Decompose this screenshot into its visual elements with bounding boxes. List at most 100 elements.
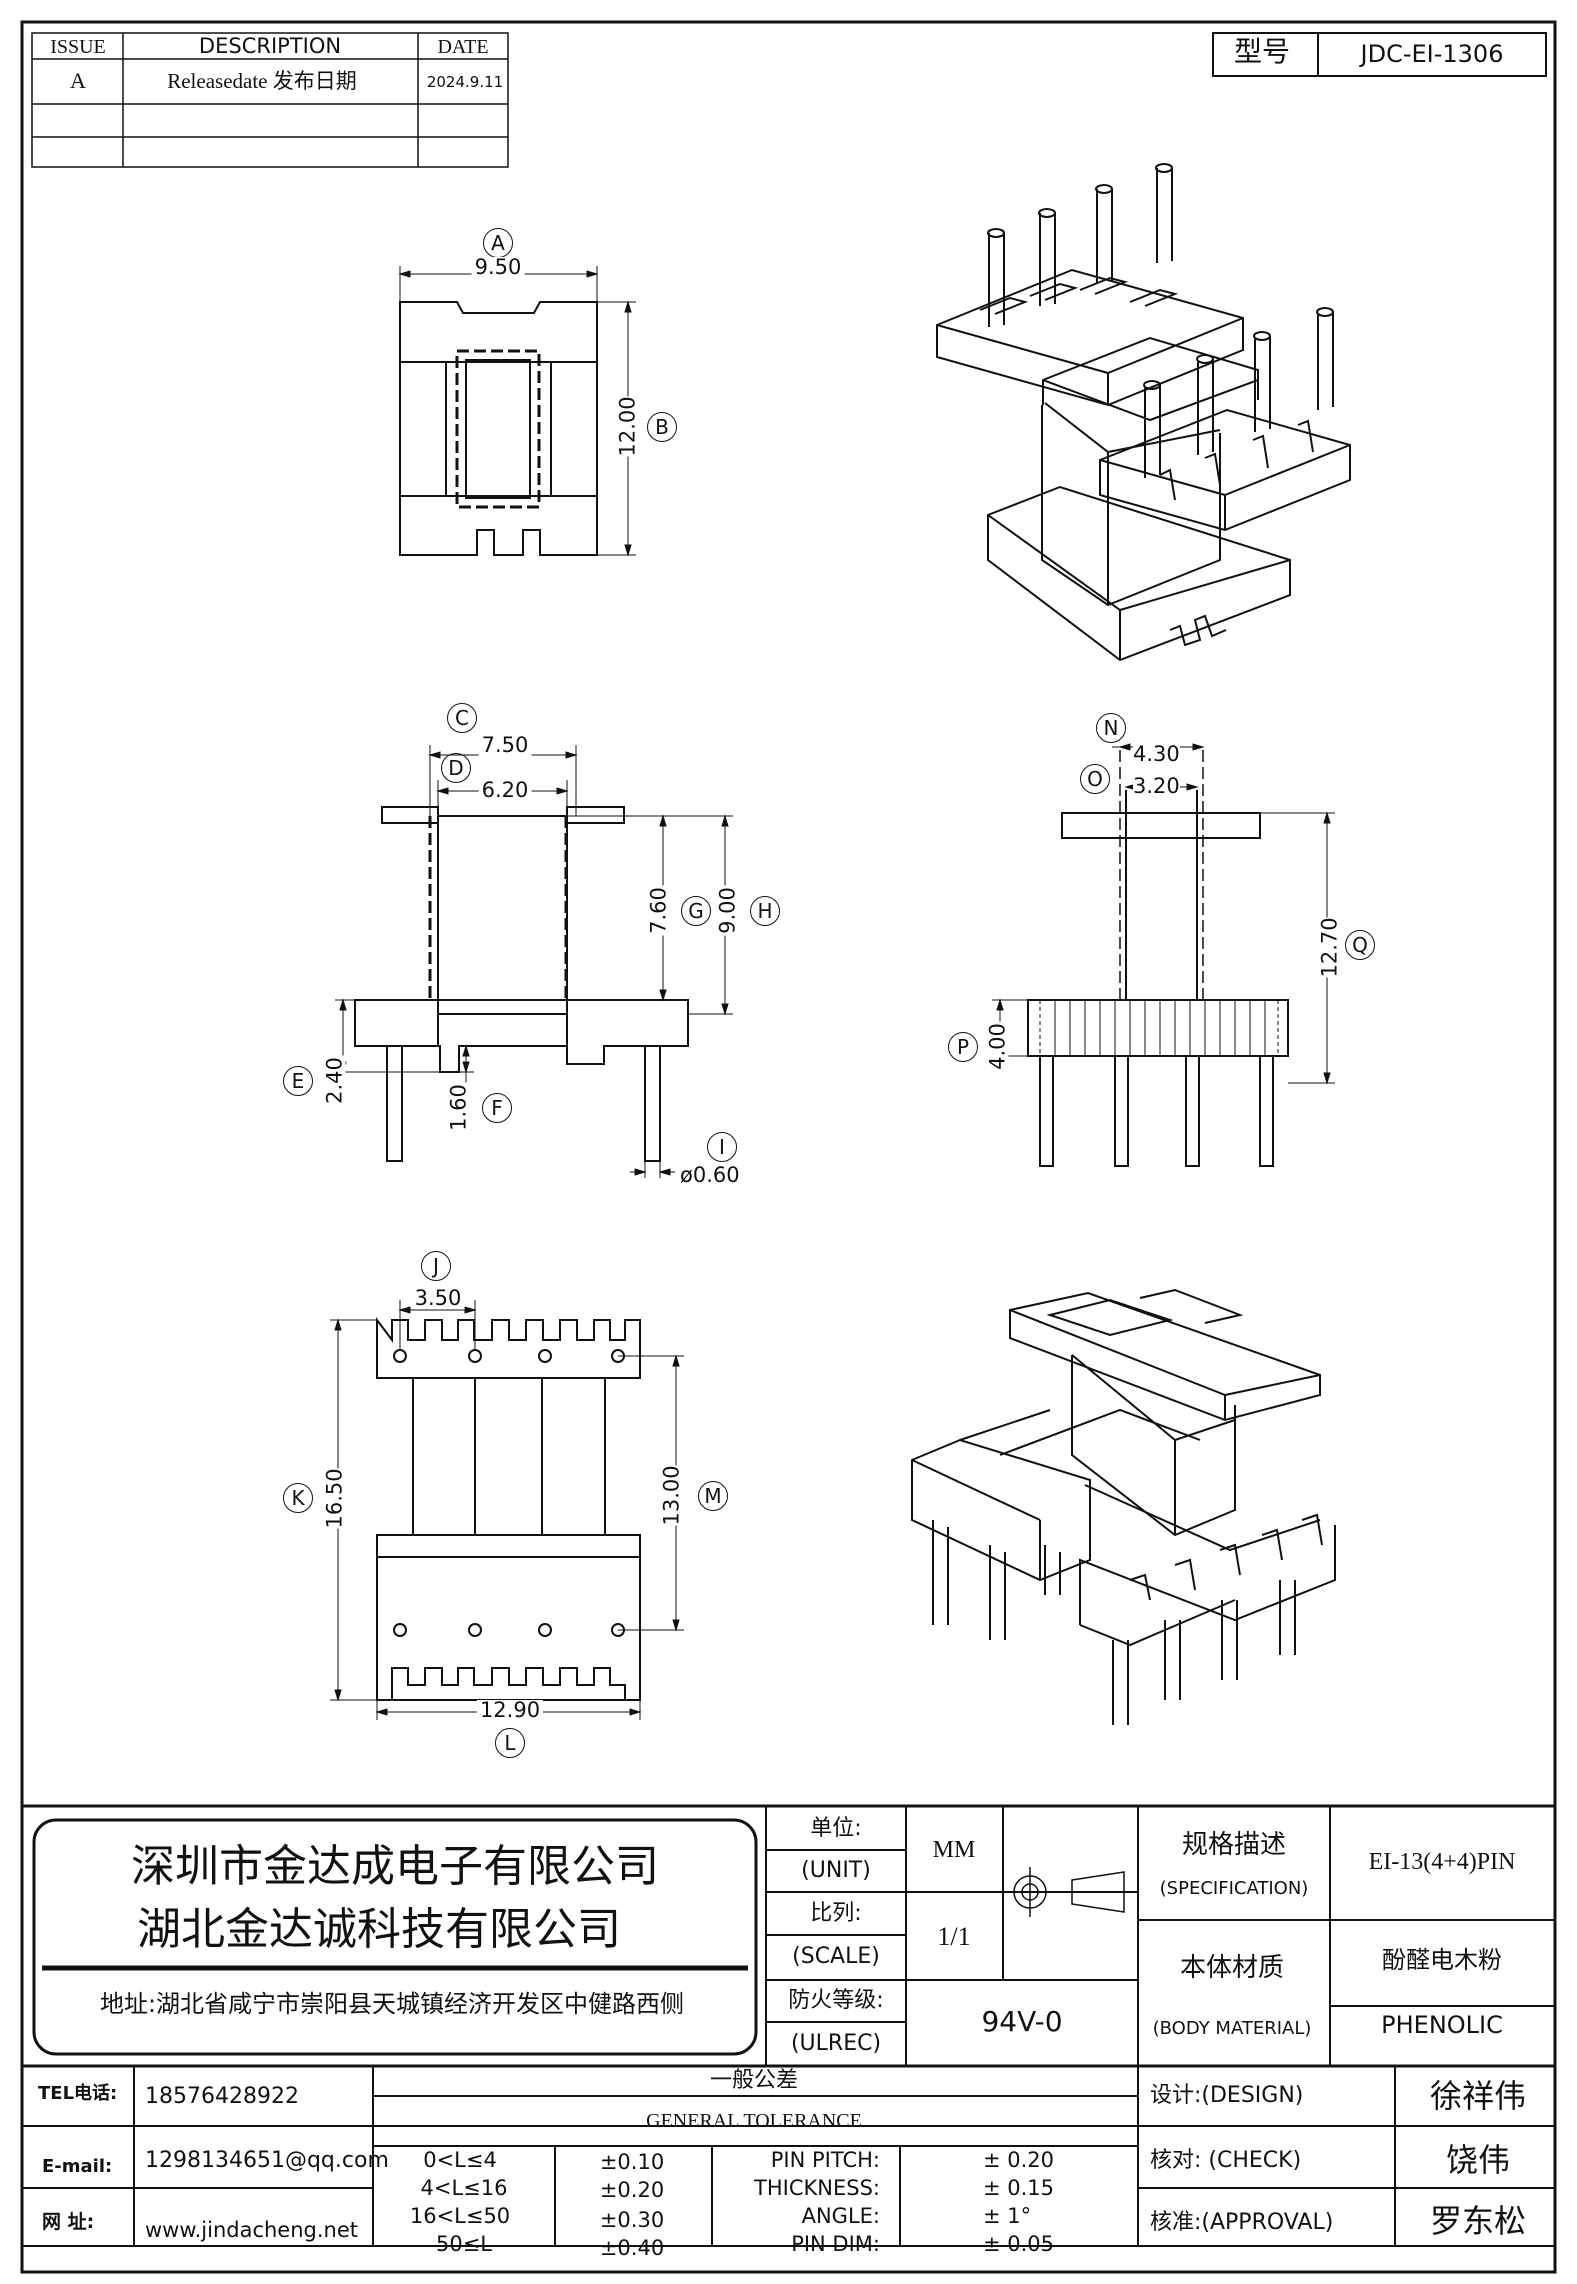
revision-header-date: DATE <box>437 36 489 58</box>
tolerance-item-3-label: PIN DIM: <box>791 2232 880 2256</box>
dim-value-m: 13.00 <box>659 1465 684 1526</box>
side-view <box>1027 750 1289 1167</box>
revision-date-value: 2024.9.11 <box>426 73 504 91</box>
tolerance-item-0-label: PIN PITCH: <box>770 2148 880 2172</box>
dim-letter-b: B <box>647 412 677 442</box>
web-label: 网 址: <box>42 2211 95 2233</box>
check-label: 核对: (CHECK) <box>1150 2148 1302 2173</box>
tolerance-item-2-value: ± 1° <box>983 2204 1032 2228</box>
tolerance-title-cn: 一般公差 <box>709 2068 799 2093</box>
ulrec-label-en: (ULREC) <box>790 2031 882 2056</box>
check-name: 饶伟 <box>1445 2141 1511 2179</box>
dim-value-o: 3.20 <box>1133 774 1180 798</box>
dim-lines-bottom <box>330 1300 684 1720</box>
spec-label-en: (SPECIFICATION) <box>1159 1878 1309 1899</box>
dim-value-i: ø0.60 <box>680 1163 740 1187</box>
design-label: 设计:(DESIGN) <box>1150 2083 1304 2108</box>
tolerance-range-2: 16<L≤50 <box>409 2204 511 2228</box>
dim-letter-n: N <box>1096 713 1126 743</box>
material-label-en: (BODY MATERIAL) <box>1152 2018 1312 2039</box>
dim-letter-a: A <box>483 228 513 258</box>
email-value: 1298134651@qq.com <box>145 2148 389 2173</box>
unit-label: 单位: <box>810 1816 862 1841</box>
material-value-en: PHENOLIC <box>1381 2011 1503 2039</box>
tolerance-value-3: ±0.40 <box>599 2236 665 2260</box>
tel-label: TEL电话: <box>38 2083 118 2104</box>
dim-value-c: 7.50 <box>478 735 532 756</box>
dim-letter-c: C <box>447 703 477 733</box>
tolerance-item-1-label: THICKNESS: <box>754 2176 880 2200</box>
sheet-border <box>20 20 1557 2274</box>
revision-header-issue: ISSUE <box>50 36 106 58</box>
dim-value-b: 12.00 <box>615 396 640 457</box>
dim-value-q: 12.70 <box>1317 917 1342 978</box>
tolerance-range-1: 4<L≤16 <box>420 2176 508 2200</box>
dim-letter-m: M <box>698 1481 728 1511</box>
scale-value: 1/1 <box>937 1922 971 1951</box>
dim-value-l: 12.90 <box>476 1700 544 1721</box>
dim-value-h: 9.00 <box>715 885 740 936</box>
dim-value-a: 9.50 <box>471 257 525 278</box>
company-address: 地址:湖北省咸宁市崇阳县天城镇经济开发区中健路西侧 <box>99 1990 685 2018</box>
dim-letter-j: J <box>421 1251 451 1281</box>
dim-value-e: 2.40 <box>322 1055 347 1106</box>
unit-label-en: (UNIT) <box>801 1858 871 1883</box>
ulrec-label: 防火等级: <box>788 1988 884 2013</box>
unit-value: MM <box>932 1837 976 1863</box>
tolerance-item-0-value: ± 0.20 <box>983 2148 1055 2172</box>
approval-name: 罗东松 <box>1429 2202 1527 2240</box>
material-label: 本体材质 <box>1179 1953 1285 1983</box>
ulrec-value: 94V-0 <box>981 2005 1063 2038</box>
tolerance-range-0: 0<L≤4 <box>423 2148 497 2172</box>
revision-issue-value: A <box>70 68 86 93</box>
revision-table <box>31 32 509 168</box>
dim-lines-top <box>398 266 636 557</box>
scale-label: 比列: <box>810 1901 862 1926</box>
tolerance-value-0: ±0.10 <box>599 2150 665 2174</box>
revision-description-value: Releasedate 发布日期 <box>167 69 357 93</box>
dim-letter-f: F <box>482 1093 512 1123</box>
dim-value-p: 4.00 <box>985 1021 1010 1072</box>
dim-value-d: 6.20 <box>478 780 532 801</box>
dim-value-k: 16.50 <box>322 1468 347 1529</box>
web-value: www.jindacheng.net <box>145 2218 359 2242</box>
iso-view-upper <box>936 163 1351 662</box>
email-label: E-mail: <box>42 2156 113 2177</box>
model-box <box>1212 32 1547 77</box>
tolerance-title-en: GENERAL TOLERANCE <box>646 2110 862 2132</box>
design-name: 徐祥伟 <box>1429 2077 1527 2115</box>
dim-value-g: 7.60 <box>646 885 671 936</box>
model-number: JDC-EI-1306 <box>1360 40 1504 68</box>
company-name-2: 湖北金达诚科技有限公司 <box>137 1904 621 1955</box>
dim-letter-i: I <box>707 1132 737 1162</box>
revision-header-description: DESCRIPTION <box>198 34 342 58</box>
material-value-cn: 酚醛电木粉 <box>1382 1946 1502 1974</box>
tolerance-range-3: 50≤L <box>435 2232 493 2256</box>
dim-letter-e: E <box>283 1066 313 1096</box>
dim-letter-o: O <box>1080 764 1110 794</box>
tel-value: 18576428922 <box>145 2084 299 2109</box>
company-name-1: 深圳市金达成电子有限公司 <box>131 1841 659 1892</box>
dim-letter-l: L <box>495 1728 525 1758</box>
scale-label-en: (SCALE) <box>792 1944 880 1969</box>
front-view <box>354 806 689 1162</box>
spec-label: 规格描述 <box>1181 1830 1287 1860</box>
dim-value-n: 4.30 <box>1133 742 1180 766</box>
dim-letter-d: D <box>441 753 471 783</box>
tolerance-item-1-value: ± 0.15 <box>983 2176 1055 2200</box>
tolerance-item-3-value: ± 0.05 <box>983 2232 1055 2256</box>
dim-lines-front <box>335 745 733 1178</box>
dim-value-f: 1.60 <box>446 1082 471 1133</box>
model-label: 型号 <box>1233 35 1291 68</box>
iso-view-lower <box>911 1288 1336 1725</box>
dim-letter-p: P <box>948 1032 978 1062</box>
tolerance-value-2: ±0.30 <box>599 2208 665 2232</box>
title-block-grid <box>22 1804 1555 2247</box>
spec-value: EI-13(4+4)PIN <box>1368 1849 1516 1875</box>
projection-symbol-icon <box>1005 1867 1130 1917</box>
approval-label: 核准:(APPROVAL) <box>1150 2210 1334 2235</box>
dim-letter-h: H <box>750 896 780 926</box>
bottom-view <box>376 1317 641 1701</box>
tolerance-item-2-label: ANGLE: <box>801 2204 880 2228</box>
